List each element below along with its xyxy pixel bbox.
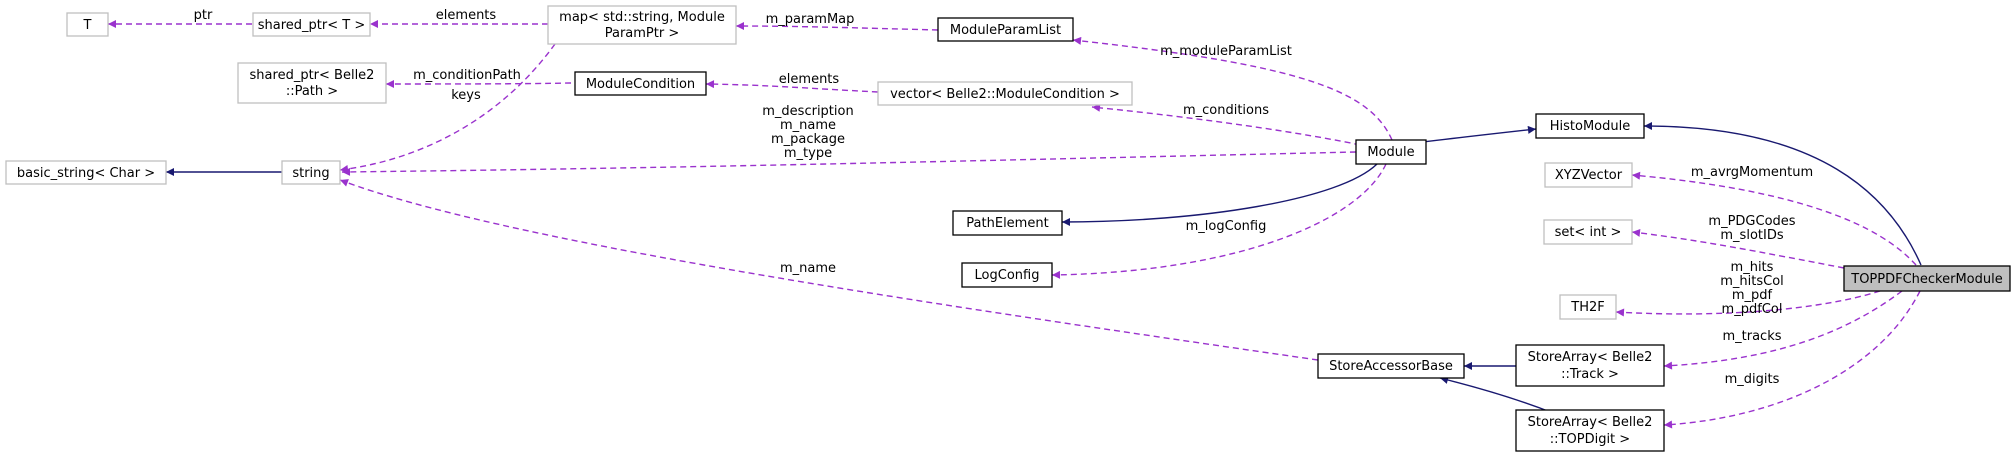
node-module-label: Module xyxy=(1367,145,1414,160)
node-map-label-line1: map< std::string, Module xyxy=(559,10,725,25)
label-m-hits-col: m_hitsCol xyxy=(1720,274,1784,289)
label-ptr: ptr xyxy=(194,8,213,23)
node-shared-ptr-path-label-line2: ::Path > xyxy=(286,84,338,99)
node-set-int[interactable]: set< int > xyxy=(1543,219,1633,245)
node-path-element[interactable]: PathElement xyxy=(952,210,1063,236)
node-module-condition-label: ModuleCondition xyxy=(586,77,695,92)
label-m-log-config: m_logConfig xyxy=(1186,219,1267,234)
node-store-array-digit-label-line2: ::TOPDigit > xyxy=(1550,432,1630,447)
node-map-label-line2: ParamPtr > xyxy=(605,26,680,41)
node-histo-module-label: HistoModule xyxy=(1550,119,1630,134)
node-t[interactable]: T xyxy=(66,12,109,37)
node-module-param-list-label: ModuleParamList xyxy=(950,23,1061,38)
label-m-name-store: m_name xyxy=(780,261,836,276)
edge-module-condition-to-shared-ptr-path xyxy=(385,79,572,88)
edge-store-accessor-base-to-string xyxy=(339,179,1319,361)
edge-store-array-digit-to-store-accessor-base xyxy=(1439,376,1554,414)
node-store-array-track[interactable]: StoreArray< Belle2 ::Track > xyxy=(1515,344,1665,387)
node-topdf-checker-module-label: TOPPDFCheckerModule xyxy=(1850,272,2002,287)
node-store-array-digit[interactable]: StoreArray< Belle2 ::TOPDigit > xyxy=(1515,409,1665,452)
edge-topdf-checker-to-th2f xyxy=(1615,290,1881,317)
node-log-config[interactable]: LogConfig xyxy=(961,262,1053,288)
label-keys: keys xyxy=(451,88,481,103)
node-basic-string-label: basic_string< Char > xyxy=(17,166,155,181)
edge-map-to-string xyxy=(339,43,556,173)
edge-topdf-checker-to-set-int xyxy=(1631,228,1845,269)
edge-topdf-checker-to-store-array-digit xyxy=(1663,290,1921,429)
label-m-pdf-col: m_pdfCol xyxy=(1722,302,1783,317)
edges xyxy=(108,20,1922,429)
node-th2f[interactable]: TH2F xyxy=(1559,294,1617,320)
label-m-pdg-codes: m_PDGCodes xyxy=(1708,214,1795,229)
label-m-name: m_name xyxy=(780,118,836,133)
node-module[interactable]: Module xyxy=(1355,139,1427,165)
label-m-digits: m_digits xyxy=(1725,372,1780,387)
edge-module-to-log-config xyxy=(1051,163,1387,279)
node-basic-string[interactable]: basic_string< Char > xyxy=(5,160,167,185)
edge-module-to-string xyxy=(341,151,1357,176)
node-t-label: T xyxy=(83,18,92,33)
node-path-element-label: PathElement xyxy=(966,216,1048,231)
label-m-pdf: m_pdf xyxy=(1732,288,1773,303)
edge-topdf-checker-to-store-array-track xyxy=(1663,290,1903,370)
node-shared-ptr-path[interactable]: shared_ptr< Belle2 ::Path > xyxy=(237,62,387,104)
node-log-config-label: LogConfig xyxy=(975,268,1040,283)
label-m-tracks: m_tracks xyxy=(1722,329,1781,344)
label-elements-vector: elements xyxy=(779,72,840,87)
label-m-conditions: m_conditions xyxy=(1183,103,1269,118)
node-shared-ptr-path-label-line1: shared_ptr< Belle2 xyxy=(250,68,375,83)
node-set-int-label: set< int > xyxy=(1555,225,1622,240)
node-string-label: string xyxy=(292,166,329,181)
edge-module-to-module-param-list xyxy=(1072,36,1393,141)
edge-module-to-path-element xyxy=(1061,163,1378,226)
label-m-hits: m_hits xyxy=(1731,260,1774,275)
nodes: T shared_ptr< T > map< std::string, Modu… xyxy=(5,5,2011,452)
label-m-param-map: m_paramMap xyxy=(766,12,855,27)
label-m-avrg-momentum: m_avrgMomentum xyxy=(1691,165,1813,180)
edge-labels: ptr elements m_paramMap m_moduleParamLis… xyxy=(194,8,1813,387)
node-th2f-label: TH2F xyxy=(1570,300,1604,315)
label-m-slot-ids: m_slotIDs xyxy=(1720,228,1783,243)
node-store-array-track-label-line1: StoreArray< Belle2 xyxy=(1528,350,1653,365)
label-m-module-param-list: m_moduleParamList xyxy=(1160,44,1292,59)
node-store-accessor-base-label: StoreAccessorBase xyxy=(1329,359,1453,374)
node-map-param-ptr[interactable]: map< std::string, Module ParamPtr > xyxy=(547,5,737,45)
label-elements-map: elements xyxy=(436,8,497,23)
label-m-package: m_package xyxy=(771,132,845,147)
node-shared-ptr-t-label: shared_ptr< T > xyxy=(258,18,365,33)
edge-histo-module-to-topdf-checker xyxy=(1643,122,1922,266)
edge-topdf-checker-to-xyz-vector xyxy=(1631,171,1917,266)
node-histo-module[interactable]: HistoModule xyxy=(1535,113,1645,139)
node-shared-ptr-t[interactable]: shared_ptr< T > xyxy=(252,12,371,37)
node-xyz-vector[interactable]: XYZVector xyxy=(1544,162,1633,188)
label-m-condition-path: m_conditionPath xyxy=(413,68,521,83)
node-store-accessor-base[interactable]: StoreAccessorBase xyxy=(1317,353,1465,379)
node-store-array-digit-label-line1: StoreArray< Belle2 xyxy=(1528,415,1653,430)
node-xyz-vector-label: XYZVector xyxy=(1555,168,1623,183)
label-m-type: m_type xyxy=(784,146,832,161)
label-m-description: m_description xyxy=(762,104,853,119)
node-vector-condition-label: vector< Belle2::ModuleCondition > xyxy=(890,87,1120,102)
node-module-condition[interactable]: ModuleCondition xyxy=(574,71,707,96)
node-module-param-list[interactable]: ModuleParamList xyxy=(937,17,1074,42)
node-vector-condition[interactable]: vector< Belle2::ModuleCondition > xyxy=(877,81,1133,106)
node-store-array-track-label-line2: ::Track > xyxy=(1561,367,1619,382)
edge-vector-to-module-condition xyxy=(705,80,879,93)
node-string[interactable]: string xyxy=(281,160,341,185)
node-topdf-checker-module[interactable]: TOPPDFCheckerModule xyxy=(1843,265,2011,292)
